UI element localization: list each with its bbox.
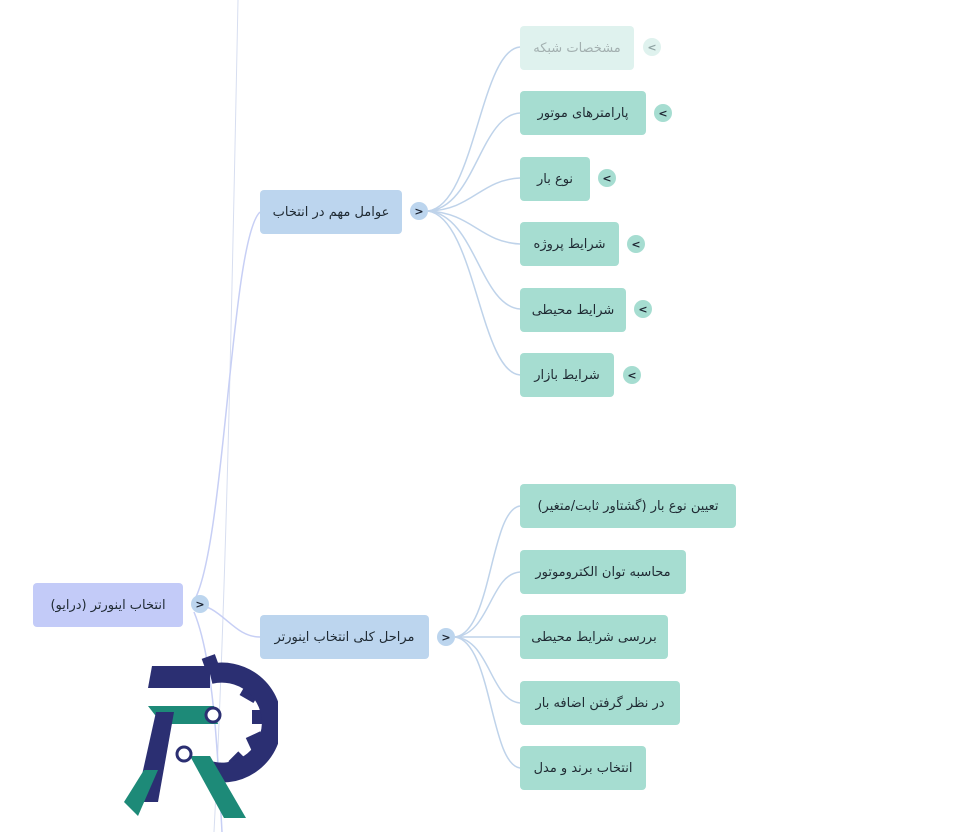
gear-logo-icon (124, 654, 278, 818)
chevron-left-icon: < (627, 368, 637, 382)
step-node-label: در نظر گرفتن اضافه بار (535, 695, 665, 711)
child-market-expand-toggle[interactable]: < (623, 366, 641, 384)
chevron-left-icon: < (638, 302, 648, 316)
link-step-2 (454, 571, 521, 638)
step-node-environment-review[interactable]: بررسی شرایط محیطی (520, 615, 668, 659)
step-node-motor-power[interactable]: محاسبه توان الکتروموتور (520, 550, 686, 594)
child-load-expand-toggle[interactable]: < (598, 169, 616, 187)
child-node-label: شرایط محیطی (531, 302, 615, 318)
step-node-label: محاسبه توان الکتروموتور (535, 564, 671, 580)
child-node-motor-params[interactable]: پارامترهای موتور (520, 91, 646, 135)
branch-node-important-factors[interactable]: عوامل مهم در انتخاب (260, 190, 402, 234)
root-node[interactable]: انتخاب اینورتر (درایو) (33, 583, 183, 627)
branch-steps-collapse-toggle[interactable]: > (437, 628, 455, 646)
root-collapse-toggle[interactable]: > (191, 595, 209, 613)
child-node-label: مشخصات شبکه (533, 40, 621, 56)
child-environment-expand-toggle[interactable]: < (634, 300, 652, 318)
chevron-right-icon: > (195, 597, 205, 611)
link-factor-environment (427, 210, 521, 310)
chevron-left-icon: < (602, 171, 612, 185)
child-node-load-type[interactable]: نوع بار (520, 157, 590, 201)
step-node-label: تعیین نوع بار (گشتاور ثابت/متغیر) (537, 498, 719, 514)
link-root-branch-factors (191, 211, 261, 605)
child-grid-expand-toggle[interactable]: < (643, 38, 661, 56)
chevron-left-icon: < (647, 40, 657, 54)
child-node-grid-specs[interactable]: مشخصات شبکه (520, 26, 634, 70)
link-factor-motor (427, 112, 521, 212)
chevron-left-icon: < (631, 237, 641, 251)
child-node-market[interactable]: شرایط بازار (520, 353, 614, 397)
chevron-right-icon: > (441, 630, 451, 644)
link-factor-project (427, 210, 521, 245)
child-node-label: پارامترهای موتور (537, 105, 629, 121)
link-factor-market (427, 210, 521, 376)
child-node-project-conditions[interactable]: شرایط پروژه (520, 222, 619, 266)
step-node-label: انتخاب برند و مدل (533, 760, 633, 776)
step-node-label: بررسی شرایط محیطی (531, 629, 657, 645)
step-node-overload[interactable]: در نظر گرفتن اضافه بار (520, 681, 680, 725)
child-motor-expand-toggle[interactable]: < (654, 104, 672, 122)
link-step-1 (454, 505, 521, 638)
chevron-right-icon: > (414, 204, 424, 218)
step-node-load-type[interactable]: تعیین نوع بار (گشتاور ثابت/متغیر) (520, 484, 736, 528)
branch-node-label: مراحل کلی انتخاب اینورتر (274, 629, 415, 645)
link-factor-load (427, 177, 521, 212)
vertical-guide-line (213, 0, 239, 832)
link-step-5 (454, 636, 521, 769)
chevron-left-icon: < (658, 106, 668, 120)
step-node-brand-model[interactable]: انتخاب برند و مدل (520, 746, 646, 790)
child-node-label: نوع بار (536, 171, 574, 187)
branch-factors-collapse-toggle[interactable]: > (410, 202, 428, 220)
link-step-4 (454, 636, 521, 704)
branch-node-selection-steps[interactable]: مراحل کلی انتخاب اینورتر (260, 615, 429, 659)
branch-node-label: عوامل مهم در انتخاب (272, 204, 390, 220)
link-factor-grid (427, 46, 521, 212)
child-node-label: شرایط پروژه (533, 236, 606, 252)
root-node-label: انتخاب اینورتر (درایو) (50, 597, 166, 613)
child-node-label: شرایط بازار (534, 367, 600, 383)
child-node-environment[interactable]: شرایط محیطی (520, 288, 626, 332)
child-project-expand-toggle[interactable]: < (627, 235, 645, 253)
